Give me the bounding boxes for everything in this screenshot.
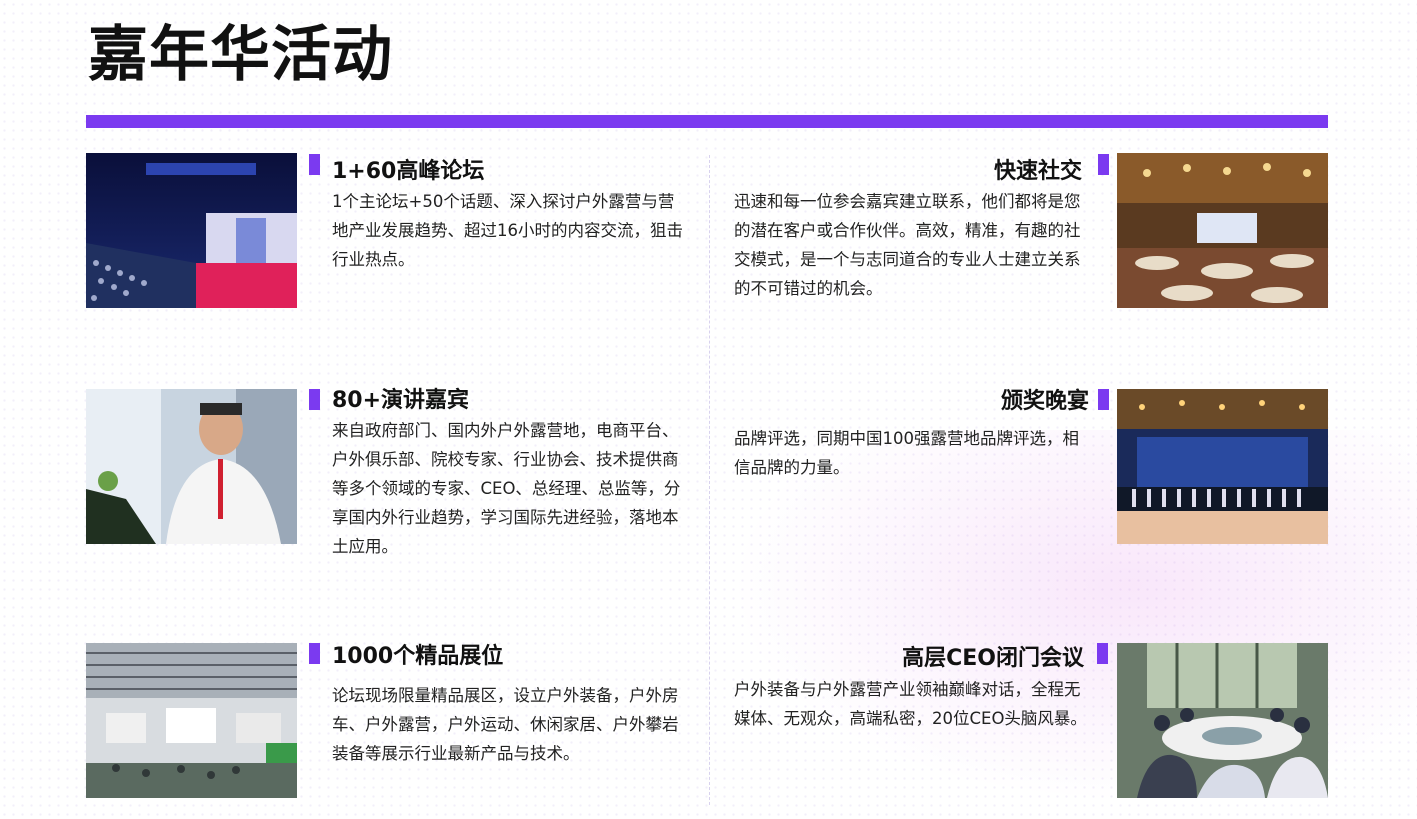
forum-stage-photo <box>86 153 297 308</box>
item-text-networking: 迅速和每一位参会嘉宾建立联系，他们都将是您的潜在客户或合作伙伴。高效，精准，有趣… <box>734 192 1081 298</box>
speaker-photo <box>86 389 297 544</box>
item-text-forum: 1个主论坛+50个话题、深入探讨户外露营与营地产业发展趋势、超过16小时的内容交… <box>332 192 683 269</box>
item-marker <box>309 154 320 175</box>
item-marker <box>309 643 320 664</box>
item-marker <box>1098 154 1109 175</box>
banquet-networking-photo <box>1117 153 1328 308</box>
item-marker <box>309 389 320 410</box>
exhibition-hall-photo <box>86 643 297 798</box>
ceo-meeting-photo <box>1117 643 1328 798</box>
item-title-speakers: 80+演讲嘉宾 <box>332 388 470 413</box>
page-title: 嘉年华活动 <box>88 20 393 90</box>
item-title-networking: 快速社交 <box>993 159 1082 184</box>
title-accent-bar <box>86 115 1328 128</box>
item-text-awards: 品牌评选，同期中国100强露营地品牌评选，相信品牌的力量。 <box>734 429 1079 477</box>
item-text-ceo-meeting: 户外装备与户外露营产业领袖巅峰对话，全程无媒体、无观众，高端私密，20位CEO头… <box>734 680 1087 728</box>
item-text-speakers: 来自政府部门、国内外户外露营地，电商平台、户外俱乐部、院校专家、行业协会、技术提… <box>332 421 681 556</box>
item-title-forum: 1+60高峰论坛 <box>332 159 485 184</box>
item-text-booths: 论坛现场限量精品展区，设立户外装备，户外房车、户外露营，户外运动、休闲家居、户外… <box>332 686 679 763</box>
item-title-ceo-meeting: 高层CEO闭门会议 <box>902 646 1084 671</box>
column-divider <box>709 155 710 805</box>
item-marker <box>1098 389 1109 410</box>
item-marker <box>1097 643 1108 664</box>
item-title-booths: 1000个精品展位 <box>332 644 504 669</box>
item-title-awards: 颁奖晚宴 <box>1000 389 1089 414</box>
award-ceremony-photo <box>1117 389 1328 544</box>
